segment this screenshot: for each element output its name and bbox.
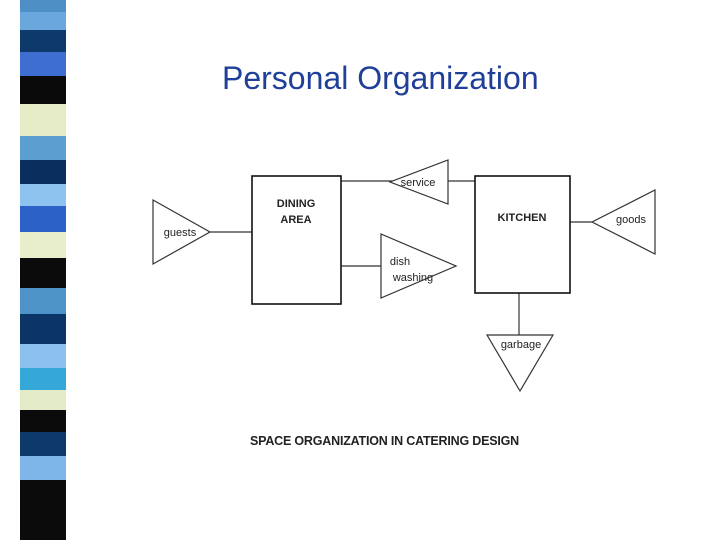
- decorative-stripe: [20, 0, 66, 540]
- kitchen-label: KITCHEN: [498, 212, 547, 224]
- diagram-caption: SPACE ORGANIZATION IN CATERING DESIGN: [250, 434, 519, 448]
- dining-area-room: [251, 175, 342, 305]
- slide-title: Personal Organization: [222, 60, 539, 96]
- dish-label-line2: washing: [392, 272, 433, 284]
- goods-label: goods: [616, 214, 646, 226]
- garbage-triangle: [485, 334, 555, 393]
- dining-label-line2: AREA: [280, 214, 311, 226]
- garbage-label: garbage: [501, 339, 541, 351]
- dish-label-line1: dish: [390, 256, 410, 268]
- service-triangle: [388, 159, 449, 205]
- dining-label-line1: DINING: [277, 198, 316, 210]
- service-label: service: [401, 177, 436, 189]
- guests-triangle: [152, 198, 212, 266]
- guests-label: guests: [164, 227, 197, 239]
- dish-washing-triangle: [380, 233, 458, 299]
- stripe-edge: [66, 0, 76, 540]
- goods-triangle: [590, 189, 656, 255]
- kitchen-room: [474, 175, 571, 294]
